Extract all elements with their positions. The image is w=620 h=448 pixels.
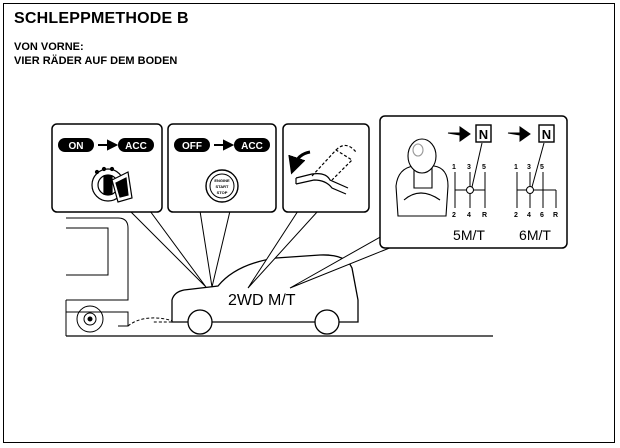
svg-text:2: 2 [452,212,456,219]
svg-text:START: START [215,184,229,189]
arrow-right-icon [98,139,119,151]
svg-text:6: 6 [540,212,544,219]
towed-minivan [171,254,359,335]
svg-text:5: 5 [482,164,486,171]
svg-text:STOP: STOP [217,190,228,195]
arrow-right-icon [214,139,235,151]
svg-text:1: 1 [452,164,456,171]
svg-text:1: 1 [514,164,518,171]
svg-text:4: 4 [527,212,531,219]
subtitle-line-2: VIER RÄDER AUF DEM BODEN [14,55,178,67]
vehicle-label: 2WD M/T [228,292,296,309]
svg-text:5: 5 [540,164,544,171]
page-title: SCHLEPPMETHODE B [14,10,189,27]
tow-truck [65,217,177,336]
shift-pattern-5mt [454,142,486,208]
arrow-right-icon [447,126,471,142]
svg-text:ENGINE: ENGINE [214,178,230,183]
button-from-label: OFF [182,141,202,152]
key-from-label: ON [69,141,84,152]
figure-frame [3,3,615,443]
parking-brake-icon [288,144,357,195]
label-6mt: 6M/T [519,227,551,243]
panel-gear-shift: N N 1 3 5 2 4 R 5M/T 1 [379,115,568,249]
panel-start-button: OFF ACC ENGINE START STOP [167,123,277,213]
svg-text:R: R [553,212,558,219]
arrow-right-icon [507,126,531,142]
ignition-key-icon [91,166,133,203]
label-5mt: 5M/T [453,227,485,243]
callout-pointers [128,210,393,289]
panel-parking-brake [282,123,370,213]
shift-pattern-6mt [516,142,557,208]
svg-text:4: 4 [467,212,471,219]
svg-text:R: R [482,212,487,219]
neutral-6mt: N [542,127,551,142]
subtitle-line-1: VON VORNE: [14,41,84,53]
gear-shift-knob-icon [395,138,449,217]
panel-key-ignition: ON ACC [51,123,163,213]
button-to-label: ACC [241,141,263,152]
start-stop-button-icon: ENGINE START STOP [205,169,239,203]
svg-text:3: 3 [467,164,471,171]
neutral-5mt: N [479,127,488,142]
key-to-label: ACC [125,141,147,152]
svg-text:2: 2 [514,212,518,219]
svg-text:3: 3 [527,164,531,171]
